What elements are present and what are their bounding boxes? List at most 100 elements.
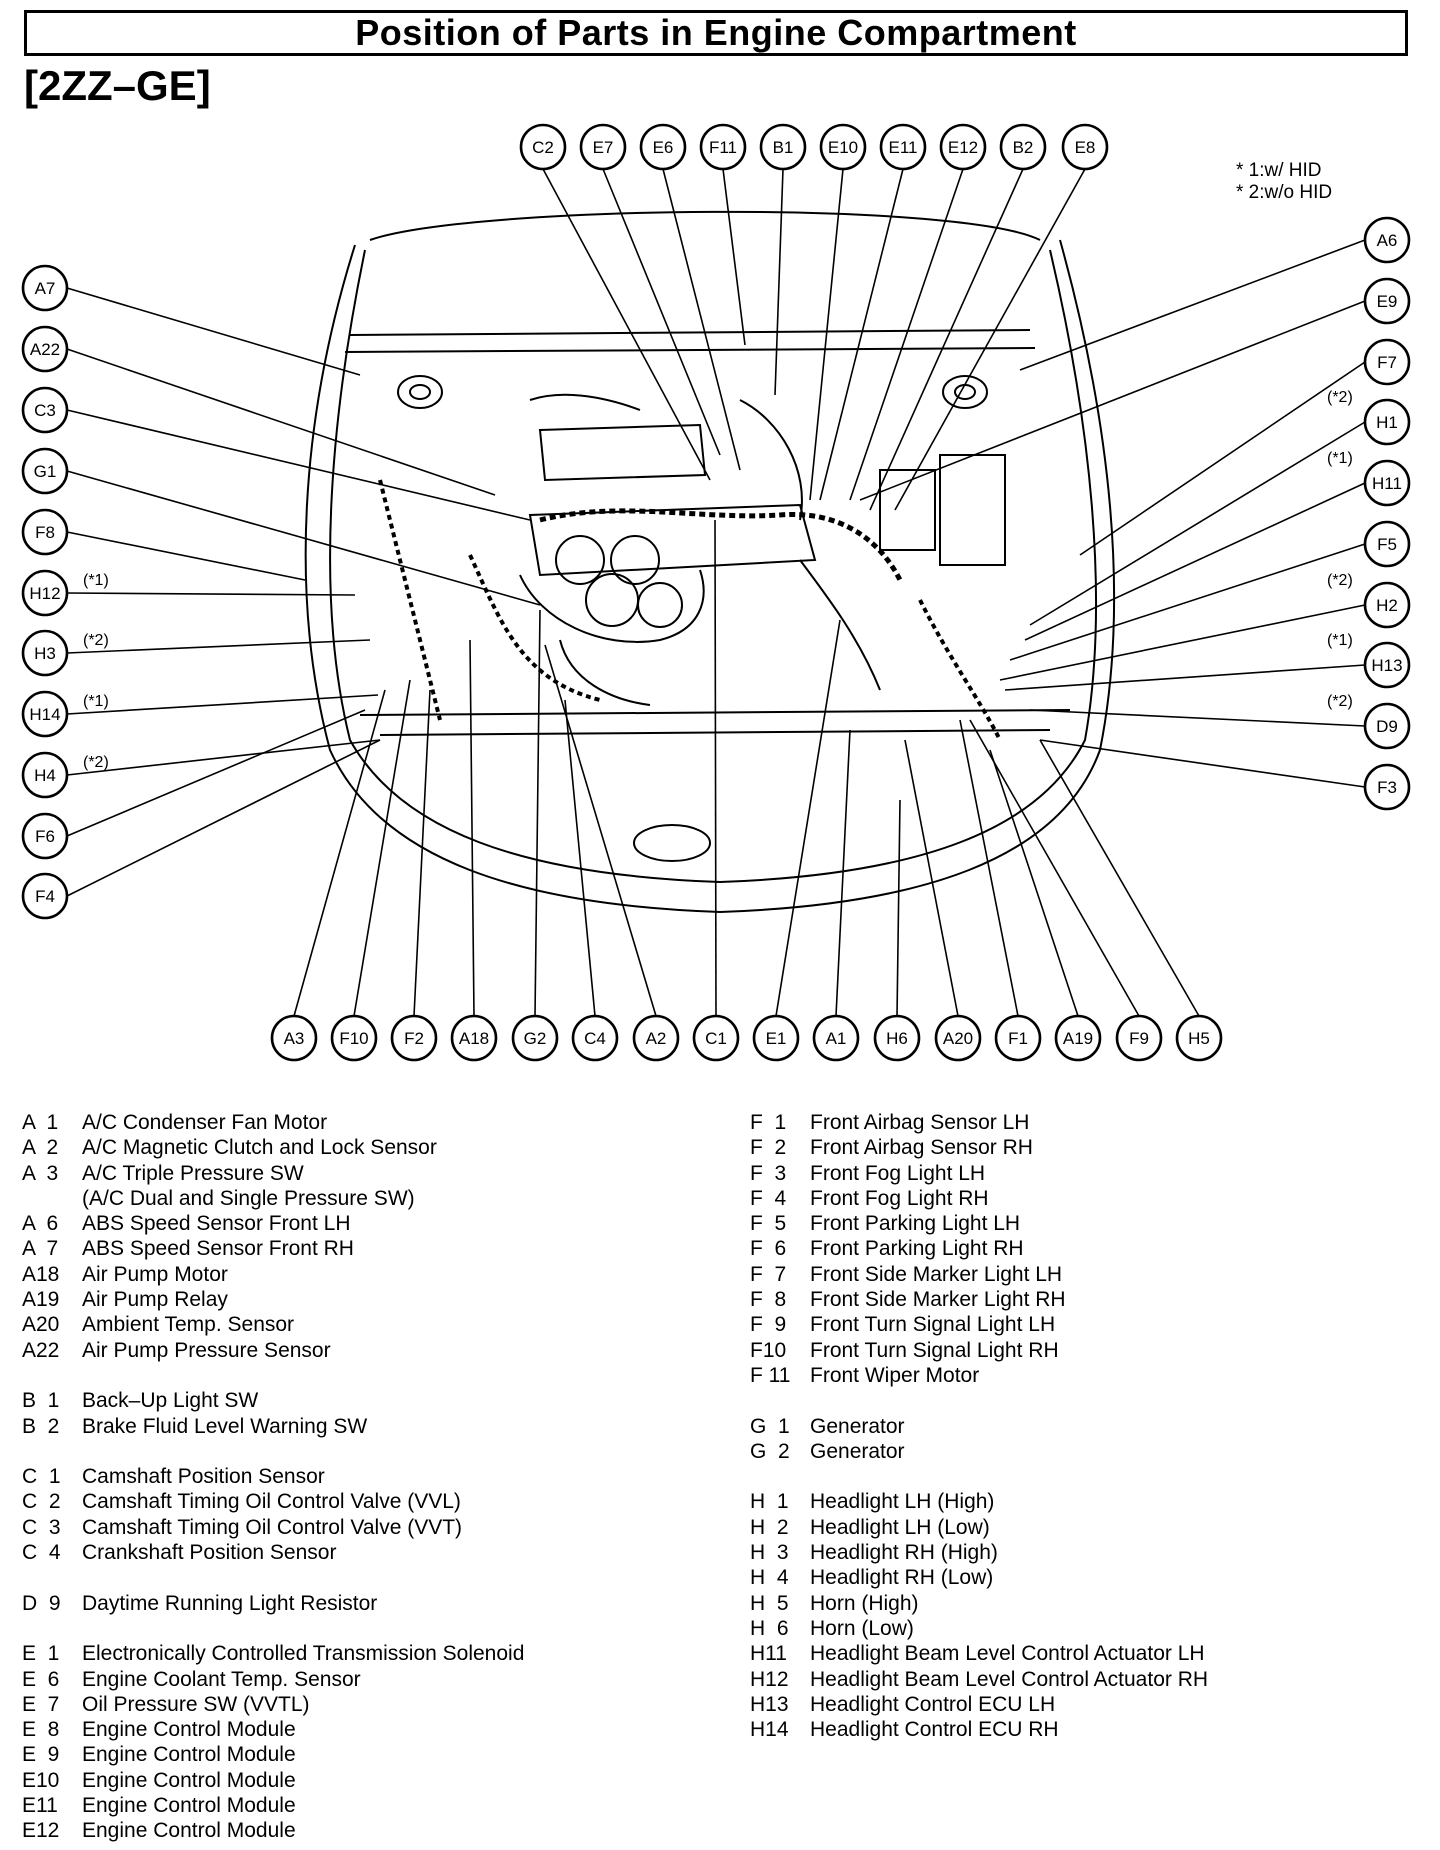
legend-text: Air Pump Motor — [82, 1262, 228, 1286]
leader-line-c2 — [542, 168, 711, 481]
legend-code: H11 — [750, 1642, 787, 1666]
legend-text: Front Fog Light LH — [810, 1161, 986, 1185]
callout-circle — [752, 1014, 800, 1062]
callout-circle — [1175, 1014, 1223, 1062]
leader-line-e11 — [819, 168, 904, 501]
callout-a22: A22 — [21, 325, 69, 373]
legend-code — [22, 1186, 82, 1211]
callout-f7: F7 — [1363, 338, 1411, 386]
callout-circle — [21, 872, 69, 920]
leader-line-e8 — [894, 168, 1086, 511]
leader-line-e7 — [602, 168, 721, 456]
callout-label: C2 — [532, 138, 554, 157]
leader-line-f5 — [1009, 543, 1366, 661]
callout-label: H12 — [29, 584, 60, 603]
callout-circle — [879, 123, 927, 171]
callout-label: F2 — [404, 1029, 424, 1048]
legend-text: A/C Condenser Fan Motor — [82, 1111, 328, 1134]
legend-code: H 2 — [750, 1515, 789, 1539]
legend-gap — [750, 1464, 1208, 1489]
leader-line-a3 — [293, 689, 386, 1017]
callout-circle — [999, 123, 1047, 171]
callout-circle — [579, 123, 627, 171]
legend-code: H 1 — [750, 1490, 789, 1514]
callout-note: (*2) — [83, 632, 109, 649]
legend-text: Back–Up Light SW — [82, 1389, 259, 1413]
leader-line-e1 — [775, 619, 841, 1017]
callout-circle — [21, 447, 69, 495]
callout-label: E8 — [1075, 138, 1096, 157]
callout-circle — [21, 264, 69, 312]
legend-code: C 4 — [22, 1541, 61, 1565]
callout-b2: B2 — [999, 123, 1047, 171]
legend-row: B 1 Back–Up Light SW — [22, 1388, 524, 1413]
legend-text: Engine Control Module — [82, 1768, 296, 1792]
callout-f4: F4 — [21, 872, 69, 920]
legend-code: F 11 — [750, 1363, 791, 1387]
legend-text: Front Airbag Sensor RH — [810, 1136, 1033, 1160]
legend-text: Brake Fluid Level Warning SW — [82, 1414, 368, 1438]
leader-line-a19 — [989, 749, 1079, 1017]
callout-circle — [1363, 338, 1411, 386]
leader-line-a6 — [1019, 239, 1366, 371]
leader-line-a18 — [469, 639, 475, 1017]
callout-label: A1 — [826, 1029, 847, 1048]
title-box: Position of Parts in Engine Compartment — [24, 10, 1408, 56]
page-title: Position of Parts in Engine Compartment — [355, 12, 1077, 53]
callout-h13: H13 — [1363, 641, 1411, 689]
callout-circle — [1363, 763, 1411, 811]
callout-label: D9 — [1376, 717, 1398, 736]
leader-line-h12 — [66, 592, 356, 596]
legend-text: Generator — [810, 1414, 905, 1438]
leader-line-g2 — [534, 609, 541, 1017]
legend-text: ABS Speed Sensor Front RH — [82, 1237, 354, 1261]
callout-f10: F10 — [330, 1014, 378, 1062]
callout-label: A19 — [1063, 1029, 1093, 1048]
callout-label: H6 — [886, 1029, 908, 1048]
leader-line-b1 — [774, 168, 784, 396]
legend-text: Front Airbag Sensor LH — [810, 1111, 1030, 1134]
legend-code: E10 — [22, 1768, 60, 1792]
legend-text: Engine Control Module — [82, 1743, 296, 1767]
legend-code: B 1 — [22, 1389, 60, 1413]
callout-label: E10 — [828, 138, 858, 157]
legend-code: H 5 — [750, 1591, 789, 1615]
legend-code: F 8 — [750, 1288, 787, 1312]
callout-label: H1 — [1376, 413, 1398, 432]
callout-label: A7 — [35, 279, 56, 298]
callout-circle — [1363, 520, 1411, 568]
callout-circle — [1115, 1014, 1163, 1062]
callout-a18: A18 — [450, 1014, 498, 1062]
legend-code: H 6 — [750, 1616, 789, 1640]
leader-line-e12 — [849, 168, 964, 501]
callout-label: C4 — [584, 1029, 606, 1048]
callout-circle — [812, 1014, 860, 1062]
callout-e6: E6 — [639, 123, 687, 171]
callout-circle — [1061, 123, 1109, 171]
callout-label: F10 — [339, 1029, 368, 1048]
callout-label: F7 — [1377, 353, 1397, 372]
legend-text: Headlight Beam Level Control Actuator RH — [810, 1667, 1209, 1691]
leader-line-h2 — [999, 604, 1366, 681]
callout-note: (*1) — [83, 693, 109, 710]
callout-label: F3 — [1377, 778, 1397, 797]
leader-line-c1 — [714, 519, 717, 1017]
callout-circle — [819, 123, 867, 171]
callout-circle — [1363, 581, 1411, 629]
callout-circle — [639, 123, 687, 171]
